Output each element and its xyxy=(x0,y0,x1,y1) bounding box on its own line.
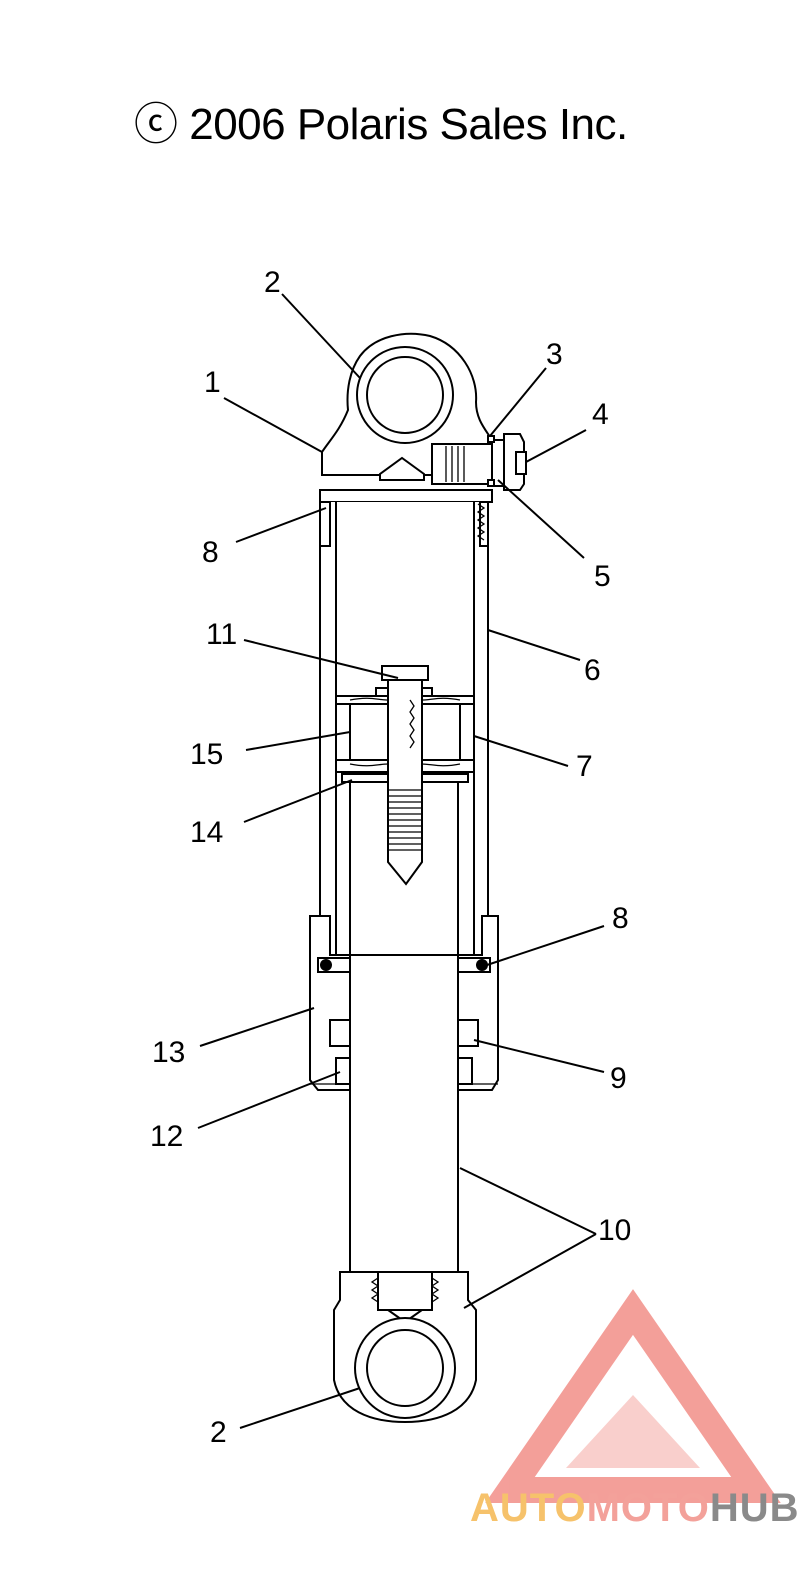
seal-head xyxy=(309,915,499,1091)
callout-9: 9 xyxy=(610,1062,627,1095)
leader-lines xyxy=(197,293,605,1429)
watermark-moto: MOTO xyxy=(586,1486,710,1530)
callout-8-top: 8 xyxy=(202,536,219,569)
callout-10: 10 xyxy=(598,1214,631,1247)
callout-15: 15 xyxy=(190,738,223,771)
callout-3: 3 xyxy=(546,338,563,371)
callout-7: 7 xyxy=(576,750,593,783)
reservoir-valve xyxy=(379,433,527,491)
watermark-auto: AUTO xyxy=(470,1486,587,1530)
callout-14: 14 xyxy=(190,816,223,849)
automotohub-logo xyxy=(485,1289,781,1503)
callout-13: 13 xyxy=(152,1036,185,1069)
callout-4: 4 xyxy=(592,398,609,431)
callout-11: 11 xyxy=(206,618,237,651)
top-seal-plate xyxy=(319,489,493,503)
piston-assembly xyxy=(335,665,475,886)
copyright-notice: ⓒ 2006 Polaris Sales Inc. xyxy=(134,100,628,149)
automotohub-watermark: AUTOMOTOHUB xyxy=(470,1486,800,1531)
callout-1: 1 xyxy=(204,366,221,399)
callout-2-bottom: 2 xyxy=(210,1416,227,1449)
callout-12: 12 xyxy=(150,1120,183,1153)
callout-2-top: 2 xyxy=(264,266,281,299)
callout-6: 6 xyxy=(584,654,601,687)
lower-eyelet xyxy=(333,1271,477,1424)
callout-numbers: 2 1 3 4 5 8 6 11 15 7 14 8 13 9 12 10 2 xyxy=(150,266,631,1449)
watermark-hub: HUB xyxy=(709,1486,800,1530)
callout-5: 5 xyxy=(594,560,611,593)
callout-8-bottom: 8 xyxy=(612,902,629,935)
upper-eyelet xyxy=(321,332,493,476)
